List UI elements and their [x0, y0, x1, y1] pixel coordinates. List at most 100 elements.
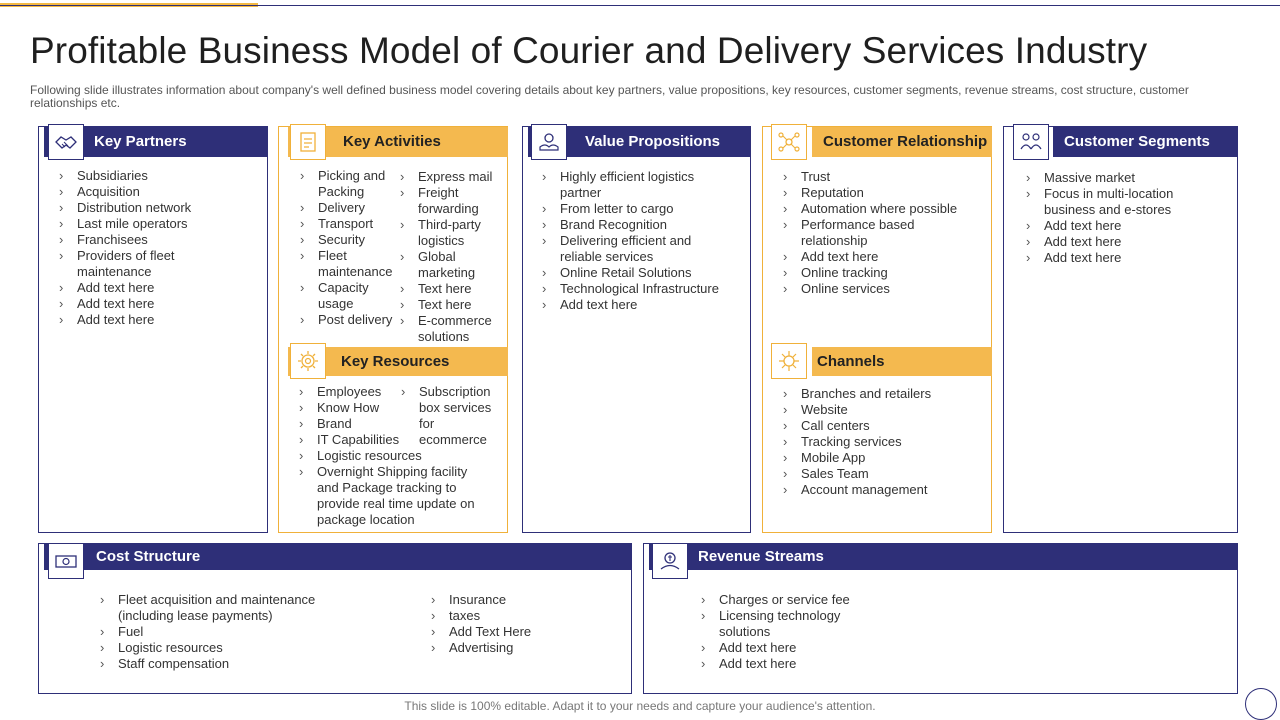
list-item: Transport	[298, 216, 398, 232]
list-item: Add text here	[1024, 250, 1204, 266]
list-item: Picking and Packing	[298, 168, 398, 200]
list-item: Add text here	[699, 640, 899, 656]
cost-structure-title: Cost Structure	[96, 548, 201, 565]
revenue-icon	[652, 543, 688, 579]
key-resources-list-2: Subscription box services for ecommerce	[399, 384, 499, 448]
corner-circle	[1245, 688, 1277, 720]
page-subtitle: Following slide illustrates information …	[30, 83, 1189, 110]
page-title: Profitable Business Model of Courier and…	[30, 30, 1148, 71]
cost-structure-list-1: Fleet acquisition and maintenance (inclu…	[98, 592, 318, 672]
list-item: Add text here	[57, 296, 257, 312]
list-item: Staff compensation	[98, 656, 318, 672]
list-item: Insurance	[429, 592, 609, 608]
list-item: Freight forwarding	[398, 185, 503, 217]
list-item: IT Capabilities	[297, 432, 487, 448]
hub-icon	[771, 343, 807, 379]
list-item: Add text here	[781, 249, 981, 265]
list-item: Third-party logistics	[398, 217, 503, 249]
list-item: Brand Recognition	[540, 217, 725, 233]
list-item: Text here	[398, 297, 503, 313]
gear-icon	[290, 343, 326, 379]
list-item: Global marketing	[398, 249, 503, 281]
list-item: Subsidiaries	[57, 168, 257, 184]
list-item: Add text here	[699, 656, 899, 672]
customer-segments-list: Massive market Focus in multi-location b…	[1024, 170, 1204, 266]
list-item: Focus in multi-location business and e-s…	[1024, 186, 1204, 218]
list-item: Overnight Shipping facility and Package …	[297, 464, 487, 528]
list-item: Online services	[781, 281, 981, 297]
key-activities-title: Key Activities	[343, 133, 441, 150]
list-item: Licensing technology solutions	[699, 608, 859, 640]
list-item: Last mile operators	[57, 216, 257, 232]
channels-header: Channels	[812, 347, 992, 376]
list-item: Tracking services	[781, 434, 981, 450]
list-item: Account management	[781, 482, 981, 498]
network-icon	[771, 124, 807, 160]
list-item: Know How	[297, 400, 487, 416]
customer-relationship-header: Customer Relationship	[812, 127, 992, 157]
list-item: Add text here	[1024, 218, 1204, 234]
key-resources-title: Key Resources	[341, 353, 450, 370]
list-item: Text here	[398, 281, 503, 297]
list-item: Fleet acquisition and maintenance (inclu…	[98, 592, 318, 624]
handshake-icon	[48, 124, 84, 160]
list-item: From letter to cargo	[540, 201, 725, 217]
key-partners-list: Subsidiaries Acquisition Distribution ne…	[57, 168, 257, 328]
key-activities-list-1: Picking and Packing Delivery Transport S…	[298, 168, 398, 328]
cost-structure-list-2: Insurance taxes Add Text Here Advertisin…	[429, 592, 609, 656]
list-item: Post delivery	[298, 312, 398, 328]
list-item: Reputation	[781, 185, 981, 201]
list-item: Automation where possible	[781, 201, 981, 217]
customer-relationship-list: Trust Reputation Automation where possib…	[781, 169, 981, 297]
customer-segments-header: Customer Segments	[1053, 127, 1238, 157]
list-item: Highly efficient logistics partner	[540, 169, 705, 201]
channels-title: Channels	[817, 353, 885, 370]
list-item: Security	[298, 232, 398, 248]
list-item: Brand	[297, 416, 487, 432]
list-item: Add text here	[540, 297, 725, 313]
list-item: Performance based relationship	[781, 217, 941, 249]
list-item: Trust	[781, 169, 981, 185]
list-item: Online tracking	[781, 265, 981, 281]
list-item: Capacity usage	[298, 280, 398, 312]
people-group-icon	[1013, 124, 1049, 160]
list-item: Express mail	[398, 169, 503, 185]
list-item: Call centers	[781, 418, 981, 434]
list-item: Delivery	[298, 200, 398, 216]
key-partners-title: Key Partners	[94, 133, 187, 150]
hand-award-icon	[531, 124, 567, 160]
clipboard-icon	[290, 124, 326, 160]
customer-relationship-title: Customer Relationship	[823, 133, 988, 150]
revenue-streams-header: Revenue Streams	[649, 543, 1238, 570]
list-item: Charges or service fee	[699, 592, 899, 608]
list-item: Employees	[297, 384, 487, 400]
money-icon	[48, 543, 84, 579]
list-item: Massive market	[1024, 170, 1204, 186]
revenue-streams-list: Charges or service fee Licensing technol…	[699, 592, 899, 672]
list-item: Online Retail Solutions	[540, 265, 725, 281]
list-item: Delivering efficient and reliable servic…	[540, 233, 700, 265]
list-item: E-commerce solutions	[398, 313, 503, 345]
list-item: Franchisees	[57, 232, 257, 248]
channels-list: Branches and retailers Website Call cent…	[781, 386, 981, 498]
list-item: Logistic resources	[98, 640, 318, 656]
value-propositions-title: Value Propositions	[585, 133, 721, 150]
list-item: Advertising	[429, 640, 609, 656]
list-item: Add text here	[57, 280, 257, 296]
top-divider	[0, 5, 1280, 6]
cost-structure-header: Cost Structure	[44, 543, 632, 570]
key-activities-list-2: Express mail Freight forwarding Third-pa…	[398, 169, 503, 345]
list-item: Acquisition	[57, 184, 257, 200]
list-item: Fuel	[98, 624, 318, 640]
list-item: Branches and retailers	[781, 386, 981, 402]
list-item: Sales Team	[781, 466, 981, 482]
list-item: Mobile App	[781, 450, 981, 466]
list-item: Add text here	[1024, 234, 1204, 250]
list-item: Subscription box services for ecommerce	[399, 384, 499, 448]
list-item: Logistic resources	[297, 448, 487, 464]
list-item: Fleet maintenance	[298, 248, 398, 280]
footer-note: This slide is 100% editable. Adapt it to…	[404, 699, 876, 713]
list-item: Technological Infrastructure	[540, 281, 725, 297]
list-item: Website	[781, 402, 981, 418]
list-item: Providers of fleet maintenance	[57, 248, 187, 280]
